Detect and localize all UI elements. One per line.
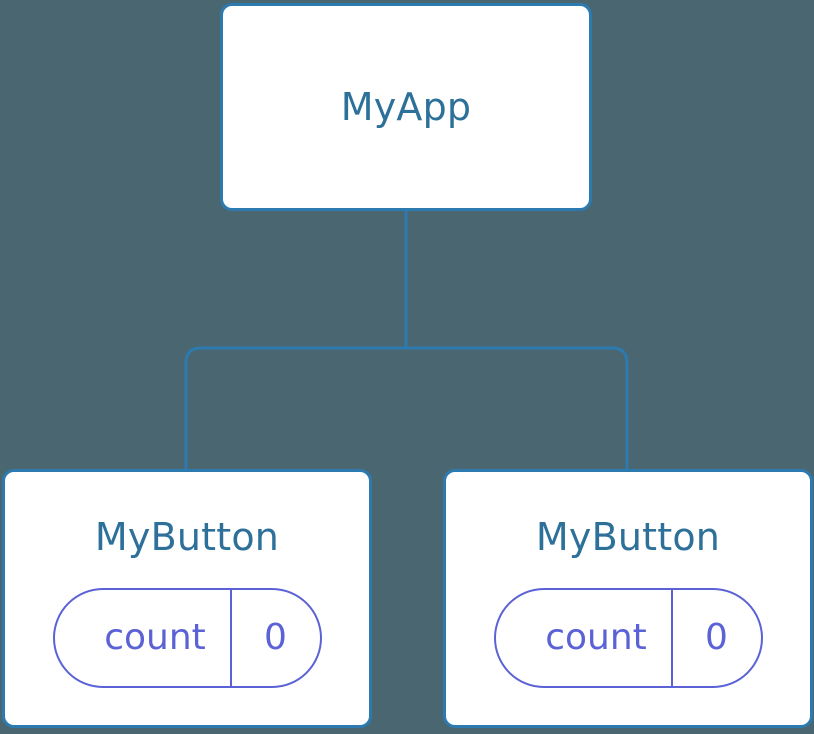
state-pill[interactable]: count 0 (52, 588, 322, 688)
state-key-label: count (104, 617, 206, 658)
state-key-label: count (545, 617, 647, 658)
edge-to-child-1 (406, 346, 629, 469)
node-mybutton-1[interactable]: MyButton count 0 (443, 469, 813, 728)
state-value: 0 (229, 590, 320, 686)
node-title: MyButton (535, 515, 721, 559)
edge-to-child-0 (184, 346, 406, 469)
state-value: 0 (670, 590, 761, 686)
node-myapp[interactable]: MyApp (220, 3, 592, 211)
node-mybutton-0[interactable]: MyButton count 0 (2, 469, 372, 728)
node-title: MyButton (94, 515, 280, 559)
node-title: MyApp (340, 85, 472, 129)
state-pill[interactable]: count 0 (493, 588, 763, 688)
